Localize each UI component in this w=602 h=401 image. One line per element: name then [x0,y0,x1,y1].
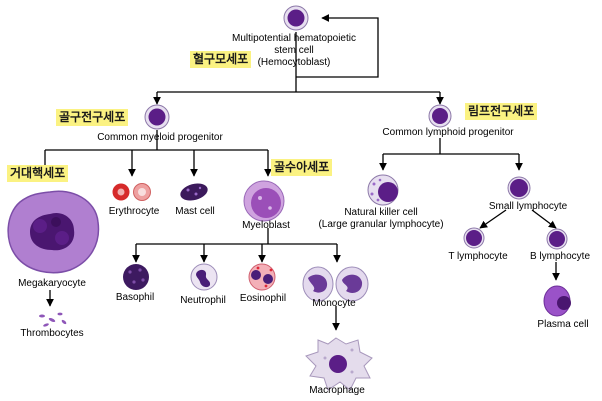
nk-cell-label-line-1: Natural killer cell [344,207,418,218]
korean-label-lymphoid: 림프전구세포 [465,103,538,120]
korean-label-megakaryocyte: 거대핵세포 [7,165,69,182]
erythrocyte-shape [112,183,151,201]
nk-cell-shape [367,174,399,206]
myeloblast-label: Myeloblast [242,220,290,231]
thrombocytes-label: Thrombocytes [20,328,84,339]
stem-cell-label-line-3: (Hemocytoblast) [257,57,331,68]
b-lymphocyte-label: B lymphocyte [529,251,591,262]
self-renewal-loop [296,14,379,78]
myeloid-progenitor-shape [144,104,170,130]
korean-label-hemocytoblast: 혈구모세포 [190,51,252,68]
arrow-to-t-lymphocyte [479,209,507,229]
thrombocytes-shape [39,312,67,327]
stem-cell-label-line-1: Multipotential hematopoietic [232,33,356,44]
small-lymphocyte-label: Small lymphocyte [488,201,568,212]
plasma-cell-label: Plasma cell [537,319,589,330]
lymphoid-progenitor-shape [428,104,452,128]
myeloblast-shape [243,180,285,222]
arrow-to-b-lymphocyte [531,209,557,229]
nk-cell-label-line-2: (Large granular lymphocyte) [318,219,444,230]
eosinophil-label: Eosinophil [239,293,287,304]
basophil-shape [123,264,149,290]
macrophage-label: Macrophage [309,385,365,396]
small-lymphocyte-shape [507,176,531,200]
korean-label-myeloblast: 골수아세포 [271,159,333,176]
t-lymphocyte-label: T lymphocyte [448,251,508,262]
korean-label-myeloid: 골구전구세포 [56,109,129,126]
myeloid-progenitor-label: Common myeloid progenitor [97,132,223,143]
macrophage-shape [305,337,373,391]
neutrophil-shape [190,263,218,291]
monocyte-label: Monocyte [312,298,356,309]
megakaryocyte-shape [7,190,100,274]
mast-cell-label: Mast cell [175,206,215,217]
stem-cell-label-line-2: stem cell [274,45,314,56]
b-lymphocyte-shape [546,228,568,250]
basophil-label: Basophil [115,292,155,303]
connector-lines [41,14,560,331]
eosinophil-shape [248,263,276,291]
lymphoid-progenitor-label: Common lymphoid progenitor [382,127,514,138]
megakaryocyte-label: Megakaryocyte [18,278,86,289]
mast-cell-shape [180,183,208,201]
plasma-cell-shape [543,285,571,317]
monocyte-shape [302,266,369,302]
neutrophil-label: Neutrophil [180,295,226,306]
erythrocyte-label: Erythrocyte [108,206,160,217]
stem-cell-shape [283,5,309,31]
t-lymphocyte-shape [463,227,485,249]
